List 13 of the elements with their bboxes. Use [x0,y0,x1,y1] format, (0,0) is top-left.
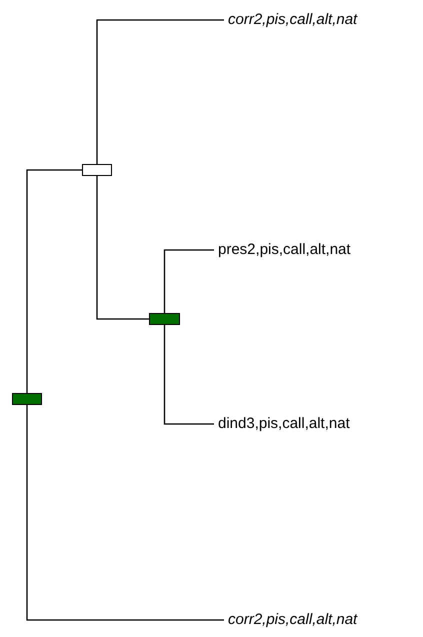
tree-branch-line [164,325,214,425]
node-box [149,313,180,325]
tree-branch-line [26,405,224,621]
node-box [82,164,112,176]
leaf-label: corr2,pis,call,alt,nat [224,11,420,29]
tree-branch-line [26,169,82,393]
leaf-label: dind3,pis,call,alt,nat [214,415,410,433]
leaf-label: corr2,pis,call,alt,nat [224,611,420,629]
node-box [12,393,42,405]
tree-branch-line [96,176,149,320]
tree-branch-line [164,249,214,313]
leaf-label: pres2,pis,call,alt,nat [214,241,410,259]
tree-branch-line [96,19,224,164]
